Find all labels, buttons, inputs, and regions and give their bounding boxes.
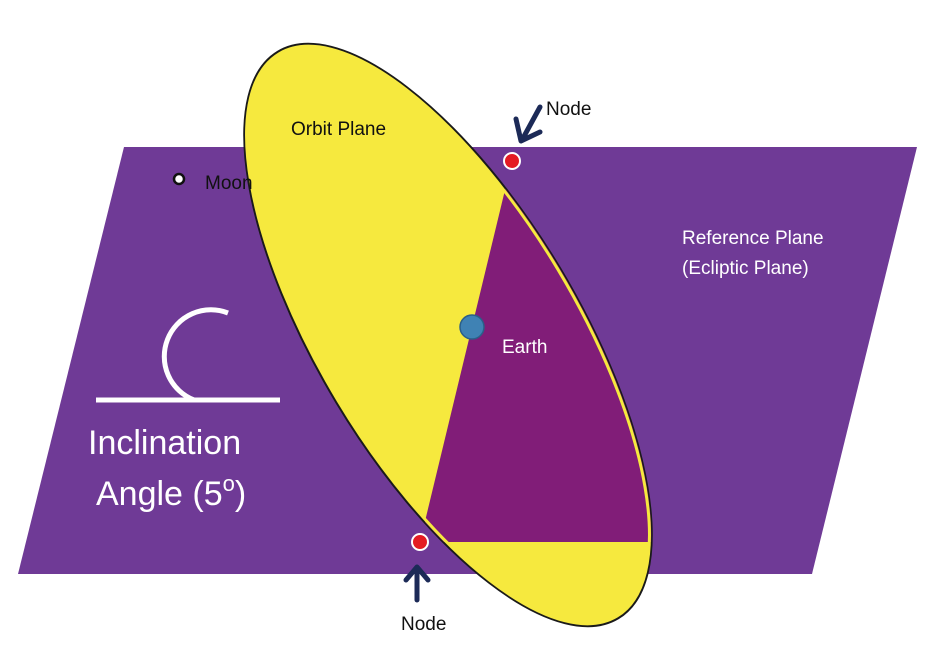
moon-marker [172, 172, 186, 186]
node-marker-bottom [411, 533, 429, 551]
inclination-angle-text: Angle (5 [96, 475, 223, 513]
orbit-plane-label: Orbit Plane [291, 119, 386, 140]
earth-label: Earth [502, 337, 547, 358]
node-arrow-bottom [403, 564, 431, 603]
ecliptic-plane-label: (Ecliptic Plane) [682, 258, 809, 279]
node-marker-top [503, 152, 521, 170]
node-label-bottom: Node [401, 614, 446, 635]
inclination-arc [161, 307, 229, 403]
moon-label: Moon [205, 173, 253, 194]
node-arrow-top [513, 104, 543, 144]
orbit-rim [245, 44, 651, 626]
inclination-angle-close: ) [235, 475, 246, 513]
degree-symbol: o [223, 471, 235, 496]
node-label-top: Node [546, 99, 591, 120]
inclination-angle-label: Angle (5o) [96, 471, 246, 513]
inclination-label: Inclination [88, 424, 241, 462]
earth-marker [459, 314, 485, 340]
reference-plane-label: Reference Plane [682, 228, 824, 249]
